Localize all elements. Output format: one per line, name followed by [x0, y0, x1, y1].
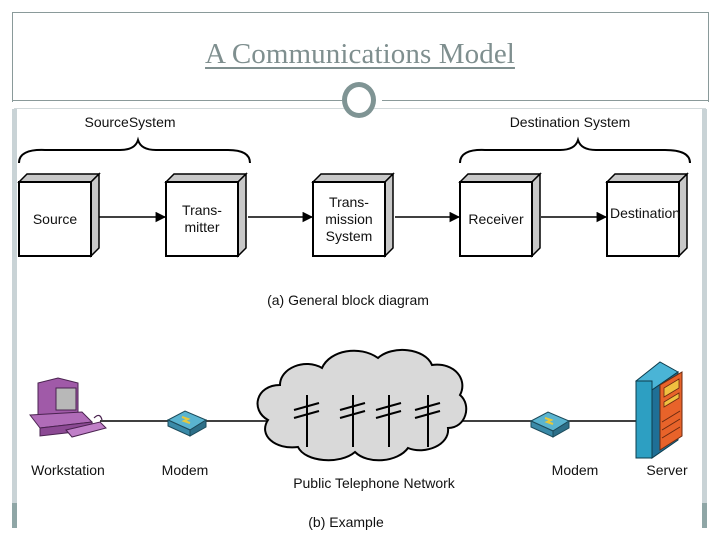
- right-side-bar: [702, 109, 707, 505]
- block-transmission-system: [311, 172, 395, 258]
- block-transmitter-label: mitter: [184, 219, 220, 235]
- block-transmission-system-label: System: [325, 227, 373, 244]
- cloud-network-icon: [256, 348, 468, 462]
- block-transmitter-label: Trans-: [182, 202, 222, 218]
- block-destination: [605, 172, 689, 258]
- server-icon: [635, 361, 683, 459]
- modem-right-label: Modem: [551, 462, 599, 478]
- title-rule-left: [12, 100, 342, 101]
- source-system-label: SourceSystem: [84, 114, 176, 130]
- block-transmission-system-label: mission: [325, 210, 373, 227]
- left-side-bar: [12, 109, 17, 505]
- destination-system-label: Destination System: [509, 114, 631, 130]
- telephone-pole-icon: [414, 395, 441, 447]
- network-label: Public Telephone Network: [293, 475, 455, 491]
- workstation-label: Workstation: [31, 462, 105, 478]
- server-label: Server: [646, 462, 688, 478]
- modem-icon: [166, 410, 208, 437]
- block-transmission-system-label: Trans-: [329, 193, 369, 210]
- block-source: [17, 172, 101, 258]
- modem-left-label: Modem: [161, 462, 209, 478]
- telephone-pole-icon: [339, 395, 366, 447]
- left-side-bar-accent: [12, 503, 17, 528]
- workstation-icon: [29, 377, 107, 438]
- title-rule-right: [382, 100, 708, 101]
- block-destination-label: Destination: [609, 204, 681, 221]
- telephone-pole-icon: [375, 395, 402, 447]
- right-side-bar-accent: [702, 503, 707, 528]
- block-source-label: Source: [32, 210, 78, 227]
- title-frame: [12, 12, 709, 102]
- telephone-pole-icon: [293, 395, 320, 447]
- circle-ornament: [342, 82, 376, 118]
- block-receiver: [458, 172, 542, 258]
- destination-system-brace: [459, 136, 691, 164]
- diagram-a-caption: (a) General block diagram: [267, 292, 429, 308]
- diagram-b-caption: (b) Example: [308, 514, 384, 530]
- source-system-brace: [18, 136, 251, 164]
- modem-icon: [529, 411, 571, 438]
- block-receiver-label: Receiver: [468, 210, 524, 227]
- slide-title: A Communications Model: [205, 38, 515, 70]
